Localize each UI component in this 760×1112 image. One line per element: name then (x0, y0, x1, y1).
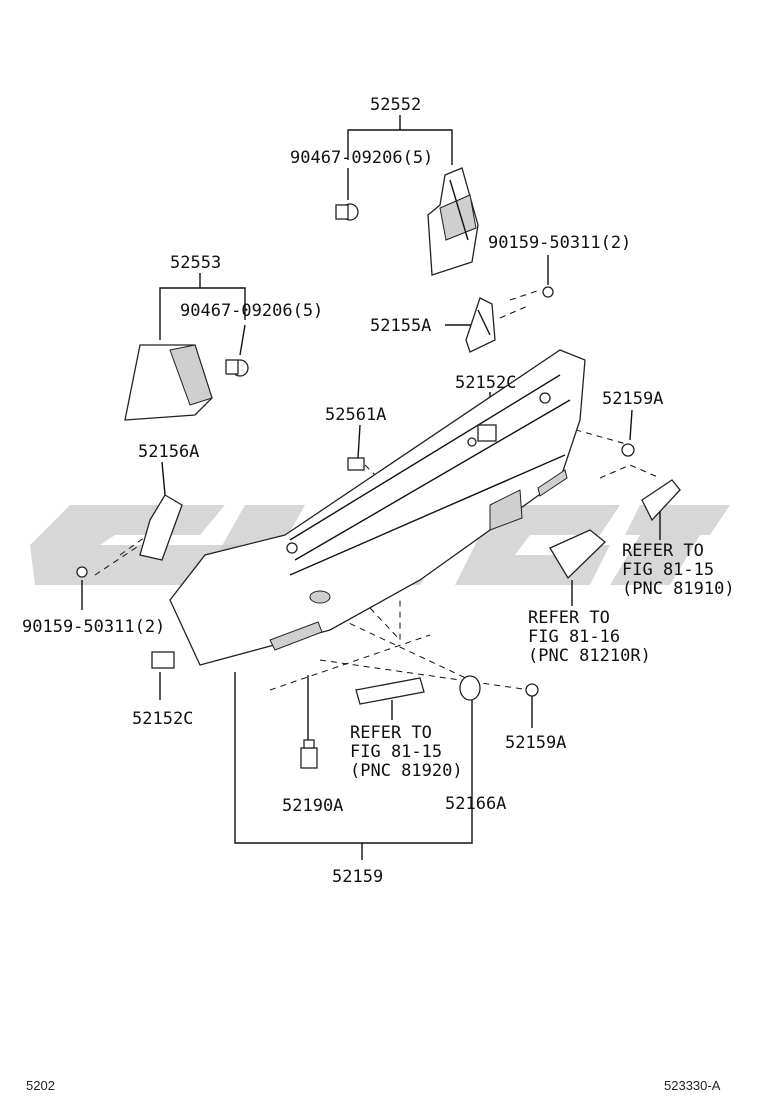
svg-text:(PNC 81920): (PNC 81920) (350, 761, 463, 781)
label-90159-a: 90159-50311(2) (488, 233, 631, 253)
label-52155A: 52155A (370, 316, 431, 336)
clip-icon (347, 457, 365, 471)
quarter-extension-right (427, 167, 479, 276)
svg-text:FIG 81-16: FIG 81-16 (528, 627, 620, 647)
refer-note-81920: REFER TO FIG 81-15 (PNC 81920) (350, 723, 463, 781)
refer-note-81910: REFER TO FIG 81-15 (PNC 81910) (622, 541, 735, 599)
svg-text:(PNC 81210R): (PNC 81210R) (528, 646, 651, 666)
clip-icon (225, 359, 249, 377)
fastener-icon (151, 651, 175, 669)
clip-icon (335, 203, 359, 221)
label-90159-b: 90159-50311(2) (22, 617, 165, 637)
fastener-icon (467, 424, 497, 447)
label-52190A: 52190A (282, 796, 343, 816)
svg-text:FIG 81-15: FIG 81-15 (622, 560, 714, 580)
label-52166A: 52166A (445, 794, 506, 814)
label-90467-a: 90467-09206(5) (290, 148, 433, 168)
svg-text:FIG 81-15: FIG 81-15 (350, 742, 442, 762)
label-52159A-b: 52159A (505, 733, 566, 753)
svg-text:REFER TO: REFER TO (622, 541, 704, 561)
label-52552: 52552 (370, 95, 421, 115)
label-52159: 52159 (332, 867, 383, 887)
label-52152C-a: 52152C (455, 373, 516, 393)
retainer-bracket (465, 297, 496, 353)
quarter-extension-left (124, 344, 213, 421)
screw-icon (525, 683, 539, 697)
label-52156A: 52156A (138, 442, 199, 462)
svg-text:(PNC 81910): (PNC 81910) (622, 579, 735, 599)
label-52553: 52553 (170, 253, 221, 273)
cap-icon (459, 675, 481, 701)
svg-text:REFER TO: REFER TO (350, 723, 432, 743)
label-52152C-b: 52152C (132, 709, 193, 729)
label-52159A-a: 52159A (602, 389, 663, 409)
page-code: 5202 (26, 1078, 55, 1093)
side-retainer-bracket (139, 494, 183, 561)
reflector-icon (355, 677, 425, 705)
sensor-icon (300, 739, 318, 769)
reflector-icon (641, 479, 681, 522)
refer-note-81210R: REFER TO FIG 81-16 (PNC 81210R) (528, 608, 651, 666)
leader-52159 (234, 672, 473, 844)
svg-text:REFER TO: REFER TO (528, 608, 610, 628)
label-52561A: 52561A (325, 405, 386, 425)
figure-code: 523330-A (664, 1078, 721, 1093)
leader-52553 (159, 287, 246, 340)
nut-icon (76, 566, 88, 578)
nut-icon (542, 286, 554, 298)
screw-icon (621, 443, 635, 457)
lamp-icon (549, 529, 606, 580)
label-90467-b: 90467-09206(5) (180, 301, 323, 321)
